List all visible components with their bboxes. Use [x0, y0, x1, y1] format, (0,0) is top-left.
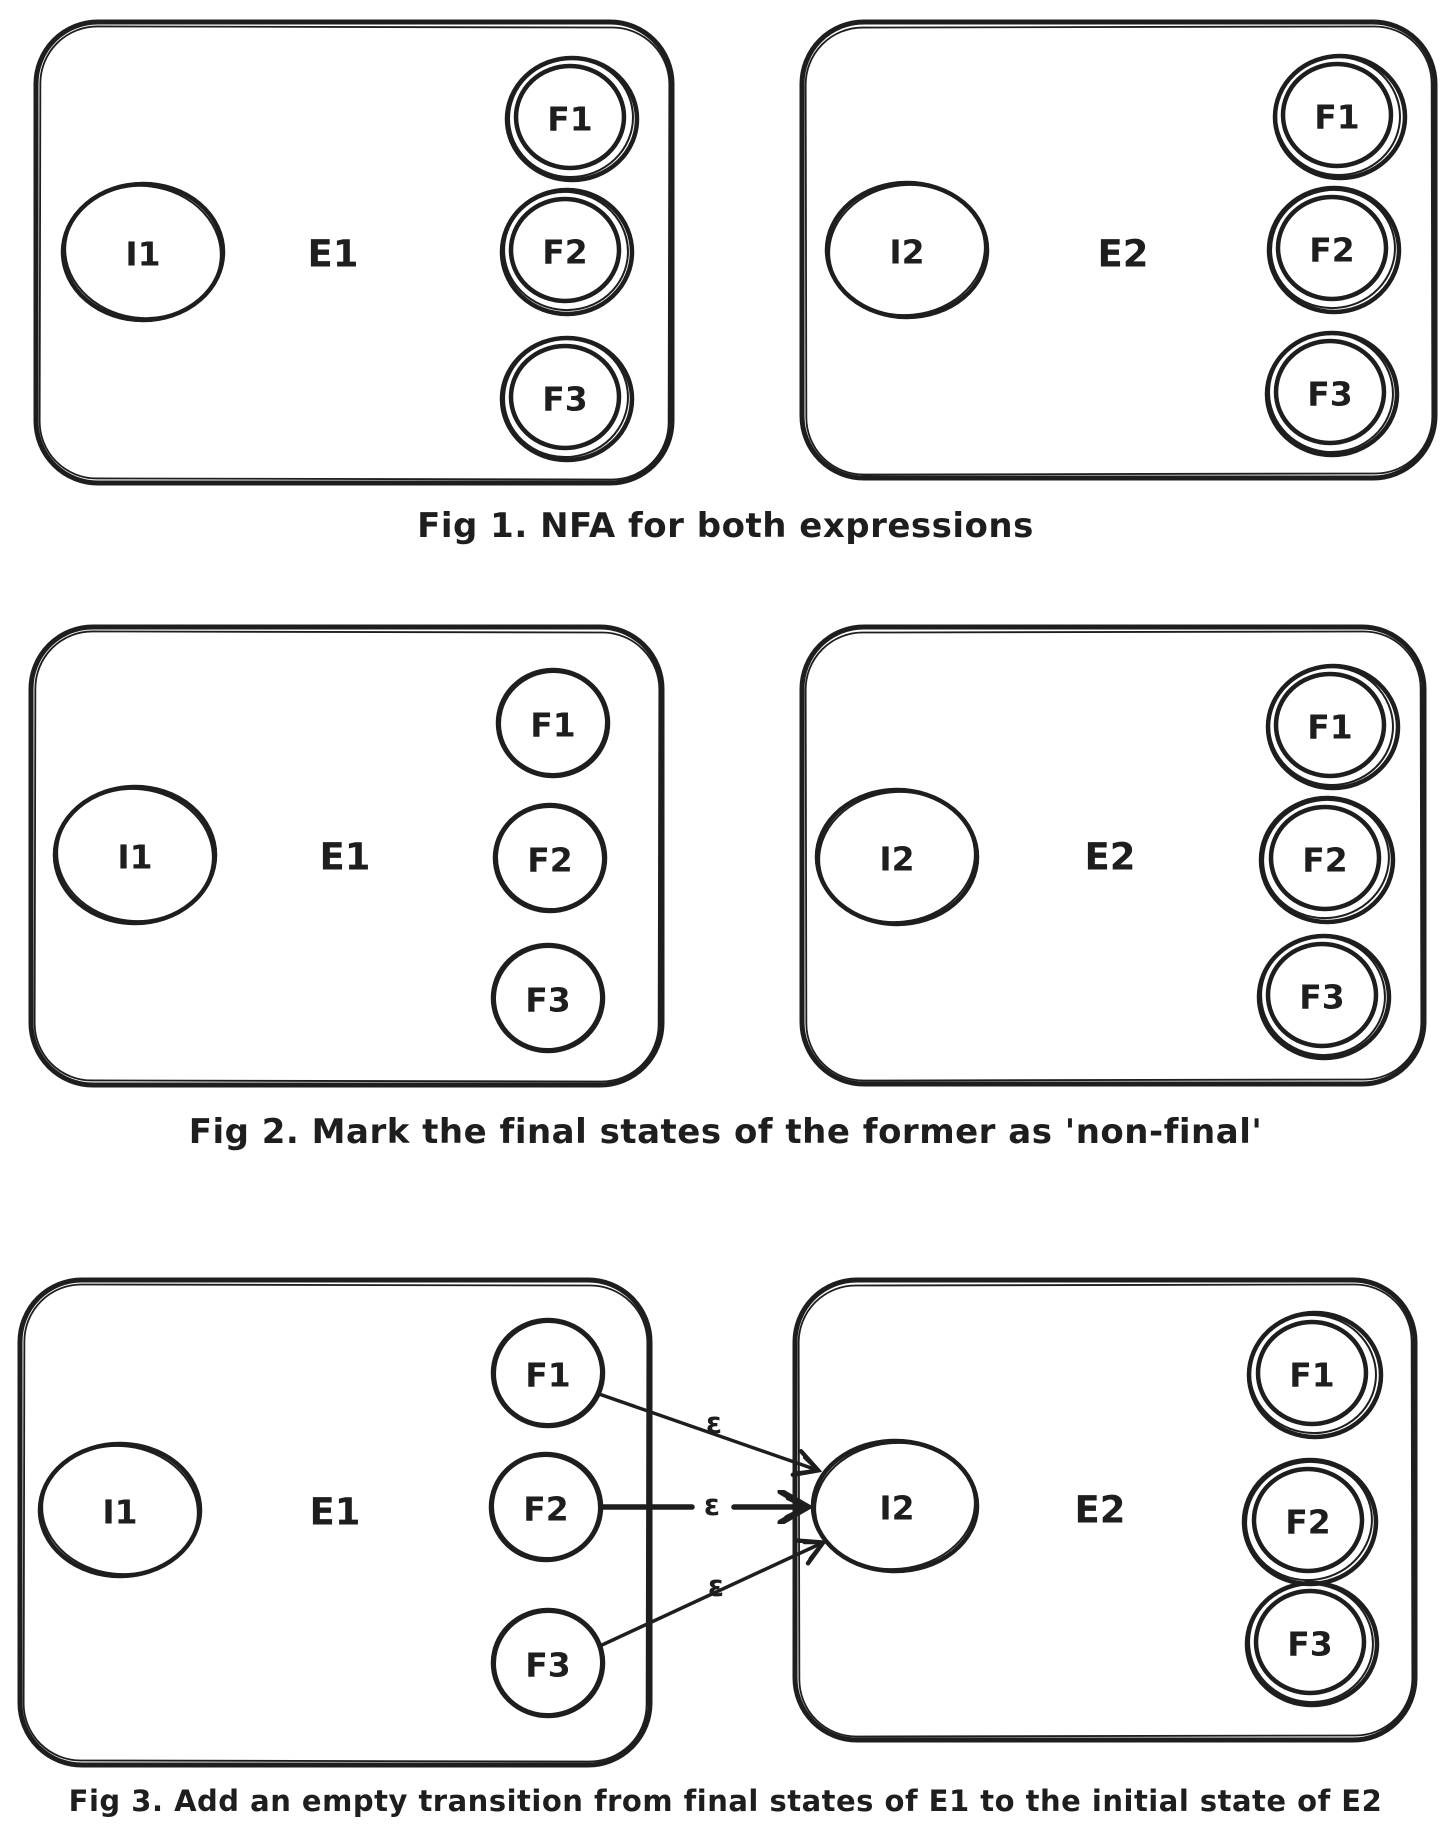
fig1-state-i1: I1	[60, 181, 226, 323]
fig3-state-f1-left: F1	[490, 1317, 606, 1429]
fig3-epsilon-label-2: ε	[704, 1488, 720, 1522]
fig1-state-i2: I2	[824, 180, 990, 320]
fig2-state-f1-left: F1	[495, 667, 611, 779]
fig3-expression-label-e2: E2	[1074, 1489, 1125, 1532]
fig1-e1-machine-box	[33, 19, 675, 486]
fig3-state-label-i1: I1	[102, 1493, 137, 1532]
fig3-state-i1: I1	[37, 1441, 203, 1579]
fig2-final-state-f2-right: F2	[1258, 795, 1396, 925]
fig2-final-label-f2-right: F2	[1302, 841, 1348, 880]
fig3-final-state-f1-right: F1	[1246, 1310, 1384, 1440]
fig1-final-label-f1-left: F1	[547, 100, 593, 139]
fig2-state-f3-left: F3	[490, 942, 606, 1054]
fig2-e2-machine-box	[799, 624, 1427, 1087]
figure-1-nfa-both-expressions: I1 E1 F1 F2 F3 I2 E2	[33, 19, 1438, 486]
fig1-final-label-f2-right: F2	[1309, 231, 1355, 270]
fig1-expression-label-e2: E2	[1097, 233, 1148, 276]
fig3-epsilon-label-3: ε	[708, 1569, 724, 1603]
fig1-e2-machine-box	[799, 19, 1438, 481]
fig1-final-state-f2-left: F2	[499, 187, 635, 317]
fig3-state-label-f2-left: F2	[523, 1490, 569, 1529]
fig2-state-label-i2: I2	[879, 840, 914, 879]
fig1-state-label-i2: I2	[889, 233, 924, 272]
fig1-final-state-f1-right: F1	[1272, 53, 1408, 181]
fig3-e1-machine-box	[17, 1277, 653, 1768]
fig3-final-state-f2-right: F2	[1241, 1457, 1379, 1587]
figure-2-caption: Fig 2. Mark the final states of the form…	[188, 1112, 1263, 1152]
fig3-final-state-f3-right: F3	[1244, 1580, 1380, 1708]
fig1-final-label-f3-left: F3	[542, 380, 588, 419]
fig2-state-label-f2-left: F2	[527, 841, 573, 880]
fig2-state-f2-left: F2	[492, 802, 608, 914]
figure-3-caption: Fig 3. Add an empty transition from fina…	[68, 1784, 1383, 1818]
fig3-state-i2: I2	[810, 1438, 980, 1574]
fig2-expression-label-e2: E2	[1084, 836, 1135, 879]
fig1-expression-label-e1: E1	[307, 233, 358, 276]
fig2-e1-machine-box	[28, 624, 665, 1088]
fig1-final-state-f3-right: F3	[1264, 330, 1400, 458]
fig1-final-label-f3-right: F3	[1307, 375, 1353, 414]
fig2-final-label-f1-right: F1	[1307, 708, 1353, 747]
fig2-final-state-f3-right: F3	[1256, 933, 1392, 1061]
fig3-state-label-i2: I2	[879, 1489, 914, 1528]
fig1-final-state-f2-right: F2	[1266, 185, 1402, 315]
fig2-state-label-f1-left: F1	[530, 706, 576, 745]
fig3-final-label-f1-right: F1	[1289, 1356, 1335, 1395]
fig3-epsilon-arrow-f3-to-i2	[600, 1543, 822, 1647]
fig1-final-state-f1-left: F1	[504, 55, 640, 183]
fig3-state-f3-left: F3	[490, 1607, 606, 1719]
fig1-state-label-i1: I1	[125, 235, 160, 274]
fig3-epsilon-arrow-f1-to-i2	[597, 1392, 817, 1470]
fig3-expression-label-e1: E1	[309, 1491, 360, 1534]
fig1-final-state-f3-left: F3	[499, 335, 635, 463]
figure-2-mark-non-final: I1 E1 F1 F2 F3 I2 E2 F1	[28, 624, 1427, 1088]
fig2-expression-label-e1: E1	[319, 836, 370, 879]
fig3-final-label-f3-right: F3	[1287, 1625, 1333, 1664]
fig2-state-label-i1: I1	[117, 838, 152, 877]
fig3-final-label-f2-right: F2	[1285, 1503, 1331, 1542]
fig2-state-i2: I2	[814, 787, 980, 927]
fig3-state-label-f1-left: F1	[525, 1356, 571, 1395]
figure-1-caption: Fig 1. NFA for both expressions	[417, 506, 1034, 546]
fig1-final-label-f1-right: F1	[1314, 98, 1360, 137]
fig3-epsilon-label-1: ε	[706, 1406, 722, 1440]
fig2-state-label-f3-left: F3	[525, 981, 571, 1020]
fig1-final-label-f2-left: F2	[542, 233, 588, 272]
fig3-state-label-f3-left: F3	[525, 1646, 571, 1685]
fig2-state-i1: I1	[52, 784, 218, 926]
figure-3-epsilon-transitions: I1 E1 F1 F2 F3 ε ε ε	[17, 1277, 1418, 1768]
fig2-final-label-f3-right: F3	[1299, 978, 1345, 1017]
fig2-final-state-f1-right: F1	[1265, 663, 1401, 791]
fig3-state-f2-left: F2	[488, 1451, 604, 1563]
